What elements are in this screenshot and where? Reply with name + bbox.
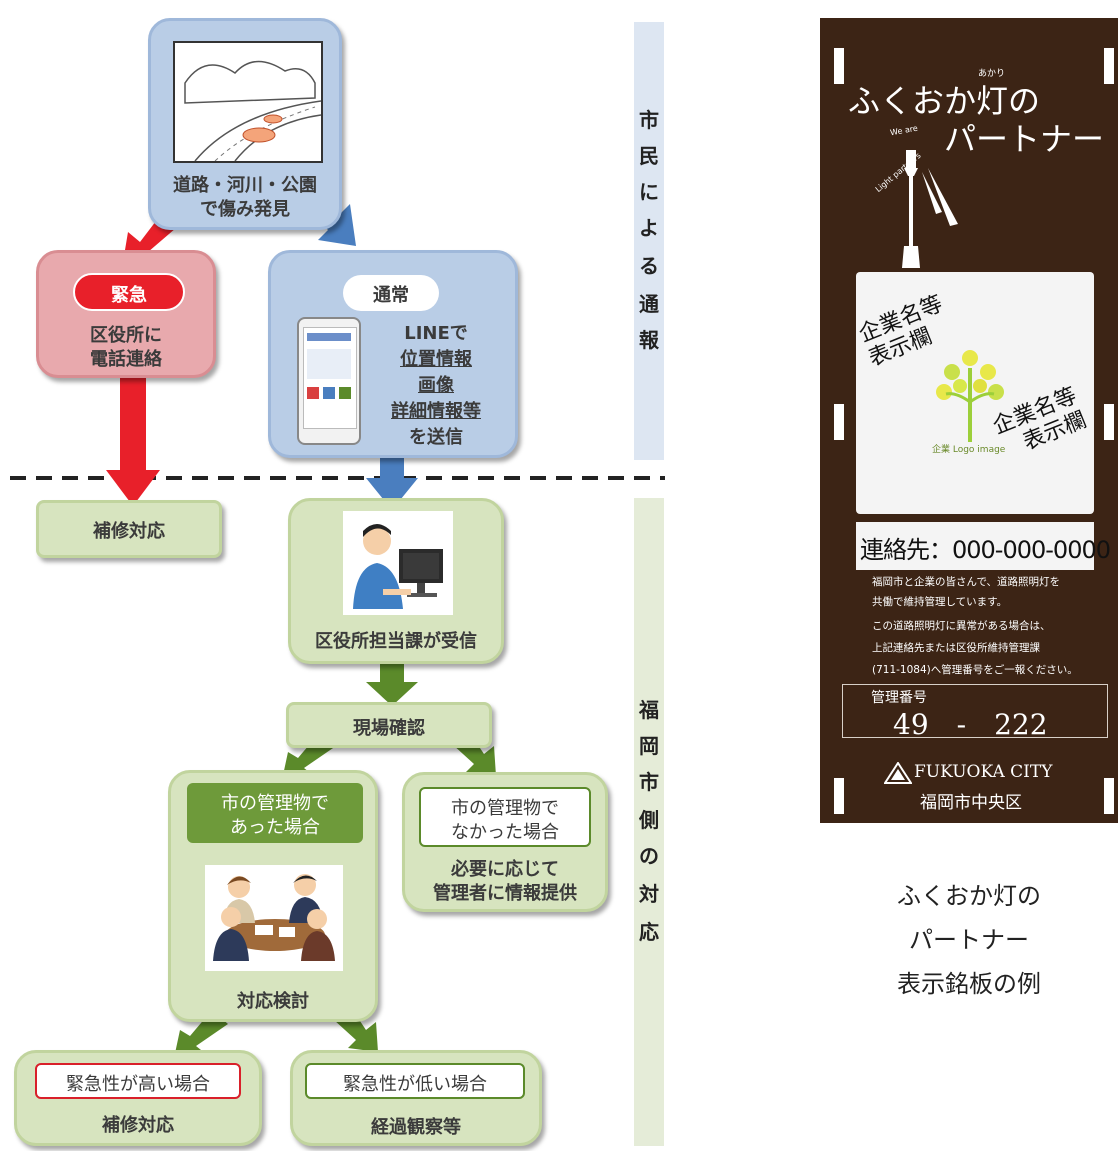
citizen-char: る	[639, 254, 659, 278]
caption-line3: 表示銘板の例	[897, 970, 1041, 998]
normal-line2: 位置情報	[400, 349, 472, 370]
partner-nameplate: あかり ふくおか灯の パートナー We are Light partners 企…	[820, 18, 1118, 823]
low-urgency-label: 経過観察等	[371, 1117, 461, 1138]
plate-title-line1: ふくおか灯の	[848, 82, 1041, 120]
managed-tag: 市の管理物で あった場合	[187, 783, 363, 843]
contact-text: 連絡先：000-000-0000	[860, 536, 1111, 564]
unmanaged-tag-line2: なかった場合	[451, 822, 559, 843]
notice-line: 福岡市と企業の皆さんで、道路照明灯を	[872, 576, 1061, 588]
ward-receive-label: 区役所担当課が受信	[315, 631, 477, 652]
arrow-to-site-check	[366, 682, 418, 706]
ward-receive-box: 区役所担当課が受信	[288, 498, 504, 664]
notice-line: この道路照明灯に異常がある場合は、	[872, 620, 1051, 632]
meeting-image	[205, 865, 343, 971]
discovery-box: 道路・河川・公園 で傷み発見	[148, 18, 342, 230]
management-label: 管理番号	[871, 690, 927, 706]
emergency-tag: 緊急	[73, 273, 185, 311]
discovery-line1: 道路・河川・公園	[173, 175, 317, 196]
plate-notch	[834, 778, 844, 814]
emergency-tag-label: 緊急	[111, 285, 147, 306]
plate-ward: 福岡市中央区	[920, 793, 1022, 813]
discovery-line2: で傷み発見	[200, 199, 290, 220]
city-char: 側	[639, 808, 659, 832]
management-number: 49 - 222	[893, 708, 1048, 741]
unmanaged-line1: 必要に応じて	[451, 859, 559, 880]
arrow-emergency-down	[106, 470, 160, 506]
low-urgency-box: 緊急性が低い場合 経過観察等	[290, 1050, 542, 1146]
notice-line: 上記連絡先または区役所維持管理課	[872, 642, 1040, 654]
low-urgency-tag: 緊急性が低い場合	[305, 1063, 525, 1099]
site-check-box: 現場確認	[286, 702, 492, 748]
high-urgency-tag-label: 緊急性が高い場合	[66, 1074, 210, 1095]
smartphone-icon	[297, 317, 361, 445]
managed-tag-line2: あった場合	[230, 817, 320, 838]
fukuoka-city-emblem-icon	[884, 762, 912, 784]
repair-top-box: 補修対応	[36, 500, 222, 558]
unmanaged-tag-line1: 市の管理物で	[451, 798, 559, 819]
office-worker-image	[343, 511, 453, 615]
low-urgency-tag-label: 緊急性が低い場合	[343, 1074, 487, 1095]
normal-line1: LINEで	[404, 323, 468, 344]
city-char: 福	[639, 698, 659, 722]
citizen-char: 報	[639, 328, 659, 352]
managed-case-box: 市の管理物で あった場合 対応検討	[168, 770, 378, 1022]
logo-text: 企業 Logo image	[932, 445, 1006, 455]
office-worker-icon	[353, 524, 443, 609]
road-sketch-image	[173, 41, 323, 163]
plate-title-line2: パートナー	[944, 120, 1105, 158]
emergency-line1: 区役所に	[90, 325, 162, 346]
company-display-area: 企業名等 表示欄 企業 Logo image 企業名等 表示欄	[855, 272, 1094, 514]
normal-line4: 詳細情報等	[391, 401, 481, 422]
citizen-char: よ	[639, 216, 659, 240]
citizen-report-band	[634, 22, 664, 460]
city-char: 市	[639, 770, 659, 794]
city-char: の	[639, 844, 659, 868]
contact-area: 連絡先：000-000-0000	[856, 522, 1111, 570]
normal-tag: 通常	[343, 275, 439, 311]
repair-top-label: 補修対応	[93, 521, 165, 542]
plate-notch	[834, 48, 844, 84]
arrow-to-high	[174, 1010, 228, 1058]
plate-notch	[834, 404, 844, 440]
high-urgency-box: 緊急性が高い場合 補修対応	[14, 1050, 262, 1146]
normal-report-box: 通常 LINEで 位置情報 画像 詳細情報等 を送信	[268, 250, 518, 458]
city-char: 対	[639, 882, 659, 906]
notice-line: (711-1084)へ管理番号をご一報ください。	[872, 664, 1078, 676]
citizen-char: 市	[639, 108, 659, 132]
caption-line1: ふくおか灯の	[897, 882, 1041, 910]
managed-caption: 対応検討	[237, 991, 309, 1012]
plate-notch	[1104, 404, 1114, 440]
high-urgency-label: 補修対応	[102, 1115, 174, 1136]
plate-notch	[1104, 48, 1114, 84]
caption-line2: パートナー	[909, 926, 1029, 954]
city-char: 岡	[639, 734, 659, 758]
arrow-normal-down	[366, 478, 418, 510]
city-response-band	[634, 498, 664, 1146]
normal-line3: 画像	[418, 375, 454, 396]
unmanaged-line2: 管理者に情報提供	[433, 883, 577, 904]
street-lamp-icon	[902, 150, 958, 268]
plate-ruby: あかり	[978, 69, 1006, 79]
logo-tree-icon	[936, 350, 1004, 442]
normal-tag-label: 通常	[373, 285, 409, 306]
unmanaged-tag: 市の管理物で なかった場合	[419, 787, 591, 847]
site-check-label: 現場確認	[353, 718, 425, 739]
citizen-char: に	[639, 180, 659, 204]
emergency-line2: 電話連絡	[90, 349, 162, 370]
normal-line5: を送信	[409, 427, 463, 448]
citizen-char: 民	[639, 144, 659, 168]
road-damage-icon	[184, 60, 322, 162]
citizen-char: 通	[639, 292, 659, 316]
management-number-box: 管理番号 49 - 222	[842, 684, 1108, 741]
managed-tag-line1: 市の管理物で	[221, 793, 329, 814]
plate-we-are: We are	[889, 123, 919, 138]
high-urgency-tag: 緊急性が高い場合	[35, 1063, 241, 1099]
plate-notch	[1104, 778, 1114, 814]
notice-line: 共働で維持管理しています。	[872, 596, 1008, 608]
city-char: 応	[639, 920, 659, 944]
plate-city-en: FUKUOKA CITY	[914, 762, 1053, 782]
unmanaged-case-box: 市の管理物で なかった場合 必要に応じて 管理者に情報提供	[402, 772, 608, 912]
meeting-icon	[213, 874, 335, 961]
emergency-box: 緊急 区役所に 電話連絡	[36, 250, 216, 378]
